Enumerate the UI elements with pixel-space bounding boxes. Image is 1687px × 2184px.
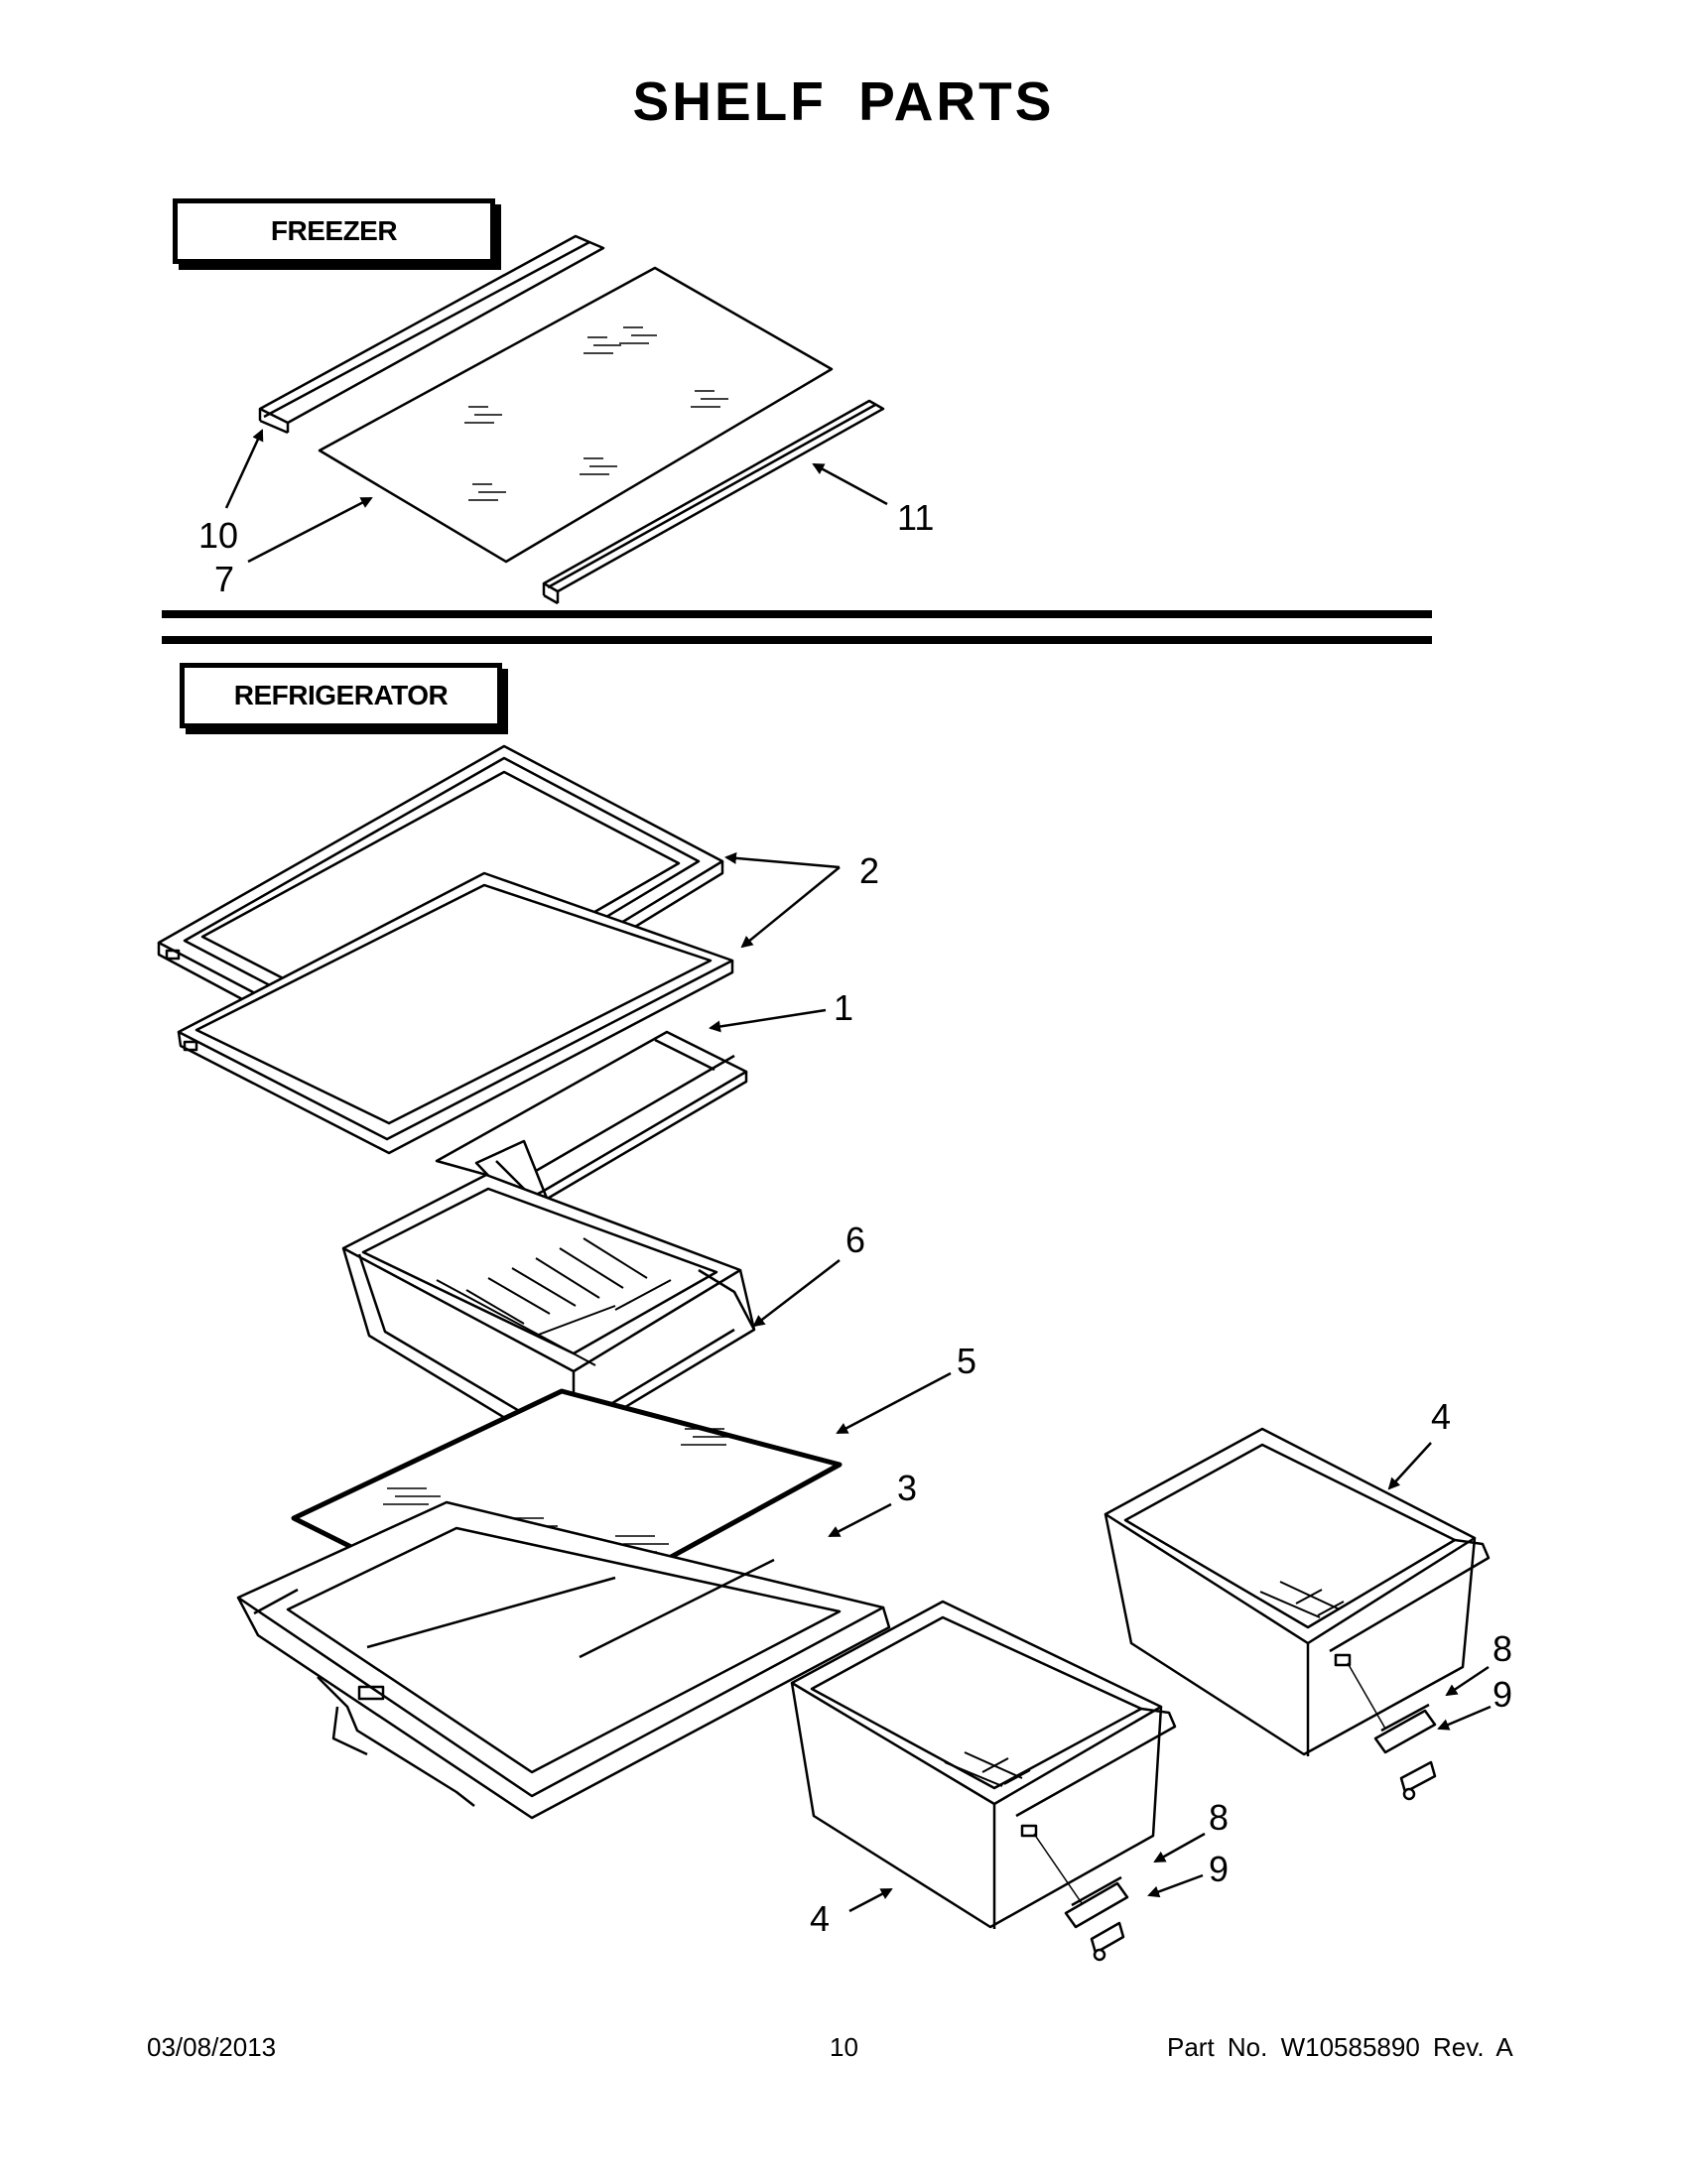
freezer-section-label: FREEZER xyxy=(173,198,495,264)
callout-4-right: 4 xyxy=(1431,1396,1451,1437)
refrigerator-shelf-lower xyxy=(177,871,734,1155)
leader-1 xyxy=(709,1008,827,1033)
crisper-handle-right xyxy=(1347,1662,1437,1754)
callout-8-front: 8 xyxy=(1209,1797,1229,1838)
callout-3: 3 xyxy=(897,1468,917,1508)
leader-2a xyxy=(724,851,841,869)
refrigerator-section-label: REFRIGERATOR xyxy=(180,663,502,728)
leader-9b xyxy=(1147,1873,1204,1898)
crisper-handle-front xyxy=(1033,1833,1129,1929)
crisper-handle-clip-front xyxy=(1090,1921,1125,1962)
callout-2: 2 xyxy=(859,850,879,891)
callout-8-right: 8 xyxy=(1492,1628,1512,1669)
freezer-glass-shelf xyxy=(318,266,834,564)
leader-4a xyxy=(1387,1442,1432,1490)
section-divider-top xyxy=(162,610,1432,618)
leader-10 xyxy=(224,429,264,509)
callout-1: 1 xyxy=(834,987,853,1028)
freezer-shelf-rail-right xyxy=(542,399,885,605)
callout-4-front: 4 xyxy=(810,1898,830,1939)
page-title: SHELF PARTS xyxy=(632,70,1055,132)
callout-11: 11 xyxy=(897,497,934,538)
leader-6 xyxy=(752,1259,841,1328)
footer-page-number: 10 xyxy=(830,2032,858,2062)
crisper-handle-clip-right xyxy=(1399,1760,1437,1801)
leader-2b xyxy=(740,866,841,949)
callout-9-front: 9 xyxy=(1209,1849,1229,1889)
footer-date: 03/08/2013 xyxy=(147,2032,277,2062)
crisper-cover-frame xyxy=(236,1500,891,1820)
footer-part-number: Part No. W10585890 Rev. A xyxy=(1167,2032,1513,2062)
callout-5: 5 xyxy=(957,1341,976,1381)
leader-7 xyxy=(247,496,373,564)
leader-9a xyxy=(1437,1705,1492,1731)
leader-5 xyxy=(836,1371,952,1435)
callout-10: 10 xyxy=(198,515,238,556)
crisper-drawer-right xyxy=(1103,1427,1491,1756)
section-divider-bottom xyxy=(162,636,1432,644)
crisper-drawer-front xyxy=(790,1600,1177,1929)
leader-11 xyxy=(812,462,888,506)
callout-9-right: 9 xyxy=(1492,1674,1512,1715)
callout-7: 7 xyxy=(214,559,234,599)
leader-3 xyxy=(828,1502,892,1538)
leader-8b xyxy=(1153,1832,1206,1863)
leader-4b xyxy=(848,1887,893,1913)
leader-8a xyxy=(1445,1665,1490,1697)
crisper-drawer-small xyxy=(341,1173,756,1453)
freezer-shelf-rail-left xyxy=(258,234,605,435)
callout-6: 6 xyxy=(845,1220,865,1260)
